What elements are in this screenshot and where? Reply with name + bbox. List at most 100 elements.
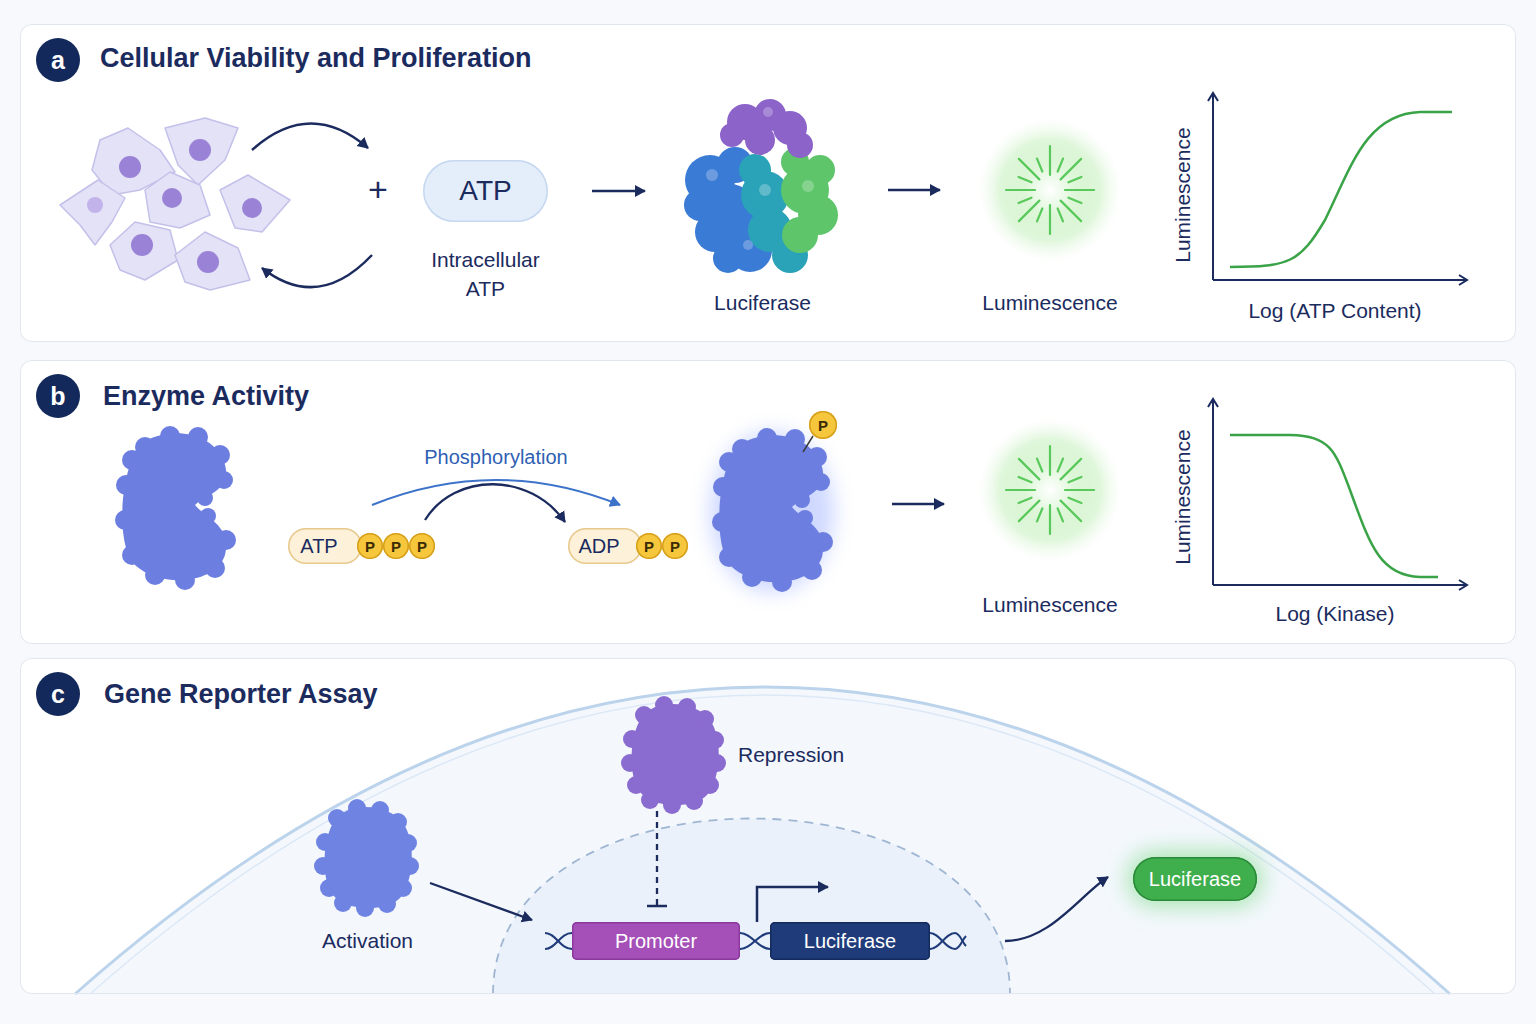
- phosphate-circle: P: [636, 533, 662, 559]
- dna-helix: [545, 933, 572, 949]
- cells: [145, 172, 210, 228]
- phosphate-label: P: [670, 539, 680, 554]
- luminescence-signal: Luminescence: [975, 420, 1125, 617]
- box-caption: Intracellular ATP: [431, 248, 540, 300]
- box-label: ATP: [300, 535, 337, 557]
- light-rays: [1006, 446, 1094, 534]
- annotation-label: Phosphorylation: [424, 446, 567, 468]
- flow-arrow: [892, 503, 944, 506]
- luciferase-protein: [720, 123, 744, 147]
- panel: Gene Reporter Assay cRepressionActivation…: [20, 658, 1516, 994]
- activator-protein: [314, 799, 419, 917]
- panel-badge: a: [36, 38, 80, 82]
- figure-label-holder: Repression: [738, 743, 844, 767]
- phosphate-circle: P: [662, 533, 688, 559]
- panel: Enzyme ActivitybATPPPPADPPPPLuminescence: [20, 360, 1516, 644]
- cells: [175, 232, 250, 290]
- badge-letter: a: [51, 48, 65, 73]
- phosphate-label: P: [391, 539, 401, 554]
- connector-arrow: [888, 189, 940, 191]
- luciferase-protein: [759, 184, 771, 196]
- phosphate-circle: P: [809, 411, 837, 439]
- promoter-box: Promoter: [572, 922, 740, 960]
- box-label: ATP: [459, 176, 511, 207]
- phosphate-label: P: [644, 539, 654, 554]
- luciferase-protein: [720, 99, 813, 158]
- protein-blob: [115, 426, 236, 590]
- cell-nuclei: [87, 197, 103, 213]
- connector-arrow: [1005, 877, 1108, 941]
- luciferase-protein: [713, 243, 743, 273]
- luciferase-protein: [802, 180, 814, 192]
- figure-label: Luminescence: [982, 593, 1117, 616]
- cells: [110, 222, 178, 280]
- luciferase-pill: Luciferase: [1133, 857, 1257, 901]
- cycle-arrow: [262, 255, 372, 287]
- chart-axis: [1213, 584, 1466, 586]
- cell-nuclei: [87, 139, 262, 273]
- repressor-protein: Repression: [625, 703, 865, 807]
- phosphorylated-protein: [712, 428, 833, 592]
- phosphate-label: P: [818, 418, 828, 433]
- free-label-holder: Luminescence: [1171, 127, 1195, 262]
- luciferase-protein: Luciferase: [680, 98, 845, 315]
- panel-badge: b: [36, 374, 80, 418]
- cells: [60, 180, 125, 245]
- phosphate-circle: P: [383, 533, 409, 559]
- panel-ground: [20, 360, 1516, 644]
- sigmoid-curve: [1230, 112, 1452, 267]
- box-label: ADP: [578, 535, 619, 557]
- luciferase-protein: [706, 107, 814, 250]
- panel-title: Enzyme Activity: [103, 381, 309, 411]
- luciferase-protein: [684, 99, 838, 273]
- figure-label: Luciferase: [714, 291, 811, 314]
- chart-axis: [1213, 279, 1466, 281]
- dna-helix: [930, 933, 966, 949]
- luciferase-protein: [743, 240, 753, 250]
- free-label-holder: Luminescence: [1171, 429, 1195, 564]
- badge-letter: c: [51, 682, 65, 707]
- luciferase-protein: [684, 189, 716, 221]
- dna-helix: [930, 933, 966, 949]
- cells: [220, 175, 290, 232]
- annotation-label: Log (ATP Content): [1248, 299, 1421, 322]
- panel-title-holder: Gene Reporter Assay: [104, 679, 378, 710]
- transcription-start-arrow: [757, 887, 828, 922]
- badge-letter: b: [50, 384, 65, 409]
- cell-nuclei: [242, 198, 262, 218]
- cell-membrane: [90, 695, 1435, 994]
- cell-nuclei: [131, 234, 153, 256]
- figure-label-holder: Luciferase: [660, 291, 865, 315]
- luciferase-protein: [781, 148, 838, 253]
- phosphate-label: P: [417, 539, 427, 554]
- phosphate-bond: [803, 436, 813, 452]
- activator-protein: Activation: [300, 800, 435, 953]
- cell-nuclei: [162, 188, 182, 208]
- cells: [60, 118, 290, 290]
- luciferase-protein: [739, 154, 771, 186]
- figure-label-holder: Luminescence: [955, 291, 1145, 315]
- luciferase-protein: [706, 169, 718, 181]
- cell-nuclei: [189, 139, 211, 161]
- free-label-holder: Phosphorylation: [424, 446, 567, 469]
- free-label-holder: Log (Kinase): [1275, 602, 1394, 626]
- cycle-arrow: [252, 123, 368, 150]
- box-label: Luciferase: [1149, 868, 1241, 890]
- luminescence-glow: [978, 418, 1122, 562]
- panel-title: Cellular Viability and Proliferation: [100, 43, 532, 73]
- cell-nuclei: [197, 251, 219, 273]
- chart-axis: [1212, 94, 1214, 280]
- phosphate-circle: P: [409, 533, 435, 559]
- figure-label-holder: Activation: [280, 929, 455, 953]
- light-rays: [1006, 146, 1094, 234]
- nucleotide-pill: ATP: [288, 528, 362, 564]
- figure-label: Luminescence: [982, 291, 1117, 314]
- panel-badge: c: [36, 672, 80, 716]
- cell-nuclei: [119, 156, 141, 178]
- axis-label: Luminescence: [1171, 127, 1194, 262]
- chart-axis: [1212, 400, 1214, 585]
- atp-box: ATPIntracellular ATP: [423, 160, 548, 222]
